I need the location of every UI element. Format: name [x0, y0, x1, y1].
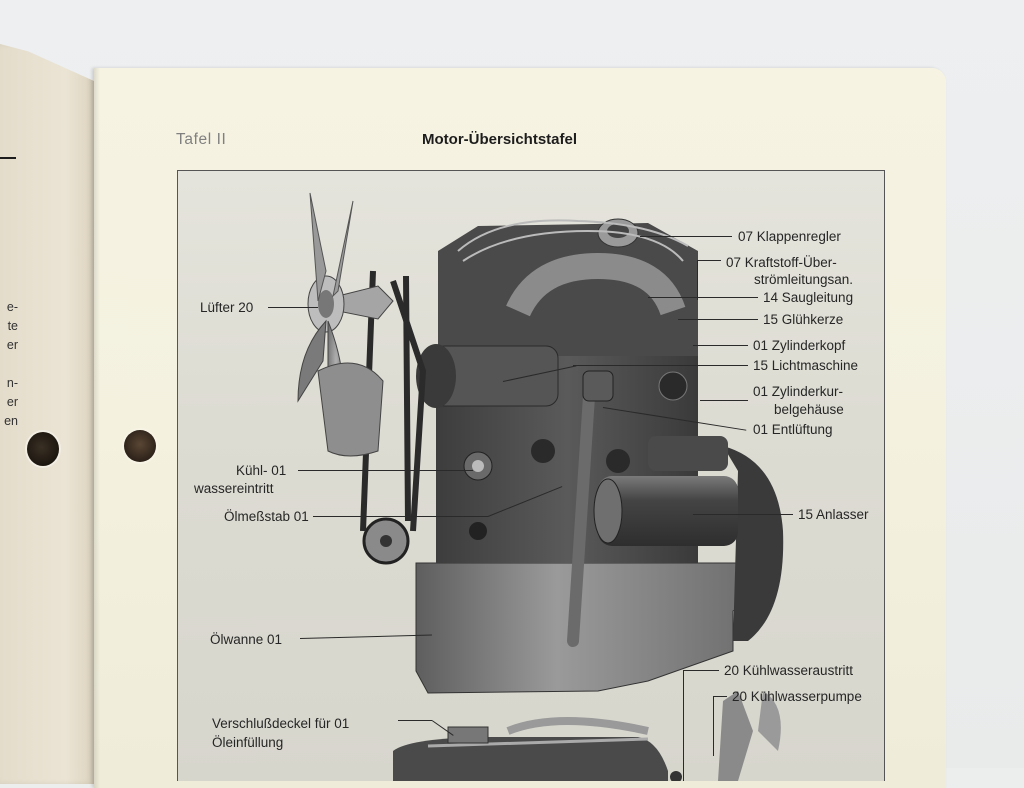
leader-line — [573, 365, 748, 367]
leader-line — [713, 696, 715, 756]
label-zylinderkopf: 01 Zylinderkopf — [753, 338, 846, 353]
leader-line — [683, 670, 719, 672]
plate-number: Tafel II — [176, 131, 227, 148]
page-fold-shadow — [94, 68, 100, 788]
label-kuehlwassereintritt-line1: Kühl- 01 — [236, 463, 287, 478]
previous-page-rule — [0, 157, 16, 159]
label-gluehkerze: 15 Glühkerze — [763, 312, 844, 327]
punch-hole-left-page — [27, 432, 59, 466]
label-kuehlwasserpumpe: 20 Kühlwasserpumpe — [732, 689, 862, 704]
label-saugleitung: 14 Saugleitung — [763, 290, 854, 305]
page-title: Motor-Übersichtstafel — [422, 131, 578, 148]
engine-illustration-icon — [297, 192, 784, 781]
label-oelmessstab: Ölmeßstab 01 — [224, 509, 309, 524]
leader-line — [693, 345, 748, 347]
label-oelwanne: Ölwanne 01 — [210, 632, 283, 647]
label-verschlussdeckel-line1: Verschlußdeckel für 01 — [212, 716, 350, 731]
label-kurbelgehaeuse-line1: 01 Zylinderkur- — [753, 384, 844, 399]
label-luefter: Lüfter 20 — [200, 300, 254, 315]
leader-line — [693, 514, 793, 516]
leader-line — [648, 297, 758, 299]
label-verschlussdeckel-line2: Öleinfüllung — [212, 735, 284, 750]
leader-line — [640, 236, 732, 238]
label-kurbelgehaeuse-line2: belgehäuse — [774, 402, 844, 417]
leader-line — [713, 696, 727, 698]
engine-figure: 07 Klappenregler 07 Kraftstoff-Über- str… — [177, 170, 885, 781]
leader-line — [697, 260, 699, 300]
previous-page — [0, 44, 94, 784]
label-kraftstoff-line2: strömleitungsan. — [754, 272, 854, 287]
punch-hole — [124, 430, 156, 462]
text-fragment: te — [7, 319, 18, 333]
label-kuehlwassereintritt-line2: wassereintritt — [194, 481, 274, 496]
text-fragment: e- — [6, 300, 18, 314]
label-kuehlwasseraustritt: 20 Kühlwasseraustritt — [724, 663, 854, 678]
label-anlasser: 15 Anlasser — [798, 507, 869, 522]
leader-line — [313, 516, 488, 518]
label-klappenregler: 07 Klappenregler — [738, 229, 841, 244]
text-fragment: er — [6, 395, 18, 409]
text-fragment: n- — [6, 376, 18, 390]
label-lichtmaschine: 15 Lichtmaschine — [753, 358, 859, 373]
leader-line — [697, 260, 721, 262]
text-fragment: en — [4, 414, 18, 428]
label-entlueftung: 01 Entlüftung — [753, 422, 833, 437]
leader-line — [298, 470, 473, 472]
leader-line — [683, 670, 685, 781]
text-fragment: er — [6, 338, 18, 352]
leader-line — [678, 319, 758, 321]
leader-line — [268, 307, 318, 309]
text-fragment — [0, 355, 18, 374]
leader-line — [398, 720, 432, 722]
label-kraftstoff-line1: 07 Kraftstoff-Über- — [726, 255, 837, 270]
previous-page-text: e- te er n- er en — [0, 298, 18, 431]
leader-line — [700, 400, 748, 402]
